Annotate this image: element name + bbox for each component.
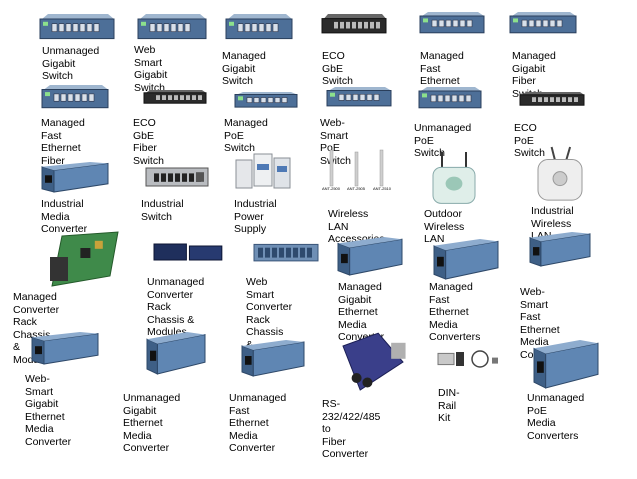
product-label[interactable]: Managed Gigabit Switch [222, 50, 266, 87]
rack-switch-icon[interactable] [40, 83, 110, 109]
product-label[interactable]: Unmanaged Fast Ethernet Media Converter [229, 392, 287, 454]
media-converter-icon[interactable] [432, 237, 500, 281]
power-supply-icon[interactable] [232, 150, 294, 192]
rack-switch-icon[interactable] [38, 12, 116, 40]
desktop-switch-icon[interactable] [320, 12, 388, 34]
product-label[interactable]: Web Smart Gigabit Switch [134, 44, 168, 94]
antenna-icon[interactable] [320, 148, 392, 192]
rack-switch-icon[interactable] [418, 10, 486, 34]
media-converter-icon[interactable] [528, 230, 592, 268]
din-rail-kit-icon[interactable] [432, 345, 504, 373]
product-label[interactable]: Managed Fast Ethernet Media Converters [429, 281, 481, 343]
industrial-switch-icon[interactable] [144, 165, 210, 189]
product-label[interactable]: Unmanaged PoE Switch [414, 122, 472, 159]
product-label[interactable]: Web-Smart PoE Switch [320, 117, 351, 167]
outdoor-ap-icon[interactable] [424, 150, 484, 208]
converter-chassis-icon[interactable] [152, 240, 224, 264]
product-label[interactable]: ECO PoE Switch [514, 122, 545, 159]
product-label[interactable]: Industrial Media Converter [41, 198, 88, 235]
media-converter-icon[interactable] [145, 330, 207, 376]
antenna-model-label: ANT-2505 [347, 186, 366, 191]
desktop-switch-icon[interactable] [142, 88, 208, 104]
media-converter-icon[interactable] [532, 338, 600, 390]
product-label[interactable]: Unmanaged Gigabit Switch [42, 45, 100, 82]
product-label[interactable]: ECO GbE Fiber Switch [133, 117, 164, 167]
product-label[interactable]: Web Smart Converter Rack Chassis & Modul… [246, 276, 293, 363]
media-converter-icon[interactable] [30, 330, 100, 366]
product-label[interactable]: Industrial Power Supply [234, 198, 277, 235]
serial-converter-icon[interactable] [335, 330, 407, 394]
industrial-ap-icon[interactable] [532, 145, 588, 203]
product-label[interactable]: DIN-Rail Kit [438, 387, 460, 424]
circuit-board-icon[interactable] [48, 230, 120, 290]
product-label[interactable]: Web-Smart Gigabit Ethernet Media Convert… [25, 373, 72, 448]
rack-switch-icon[interactable] [417, 85, 483, 109]
rack-switch-icon[interactable] [224, 12, 294, 40]
media-converter-icon[interactable] [40, 160, 110, 194]
media-converter-icon[interactable] [240, 338, 306, 378]
antenna-model-label: ANT-2510 [373, 186, 392, 191]
rack-chassis-icon[interactable] [252, 240, 320, 262]
product-label[interactable]: Managed PoE Switch [224, 117, 268, 154]
antenna-model-label: ANT-2500 [322, 186, 341, 191]
rack-switch-icon[interactable] [233, 90, 299, 108]
desktop-switch-icon[interactable] [518, 90, 586, 106]
product-label[interactable]: Unmanaged Gigabit Ethernet Media Convert… [123, 392, 181, 454]
media-converter-icon[interactable] [336, 235, 404, 277]
rack-switch-icon[interactable] [508, 10, 578, 34]
rack-switch-icon[interactable] [136, 12, 208, 40]
product-label[interactable]: RS-232/422/485 to Fiber Converter [322, 398, 381, 460]
product-label[interactable]: ECO GbE Switch [322, 50, 353, 87]
product-label[interactable]: Industrial Switch [141, 198, 184, 223]
product-label[interactable]: Unmanaged PoE Media Converters [527, 392, 585, 442]
rack-switch-icon[interactable] [325, 85, 393, 107]
product-label[interactable]: Outdoor Wireless LAN [424, 208, 465, 245]
